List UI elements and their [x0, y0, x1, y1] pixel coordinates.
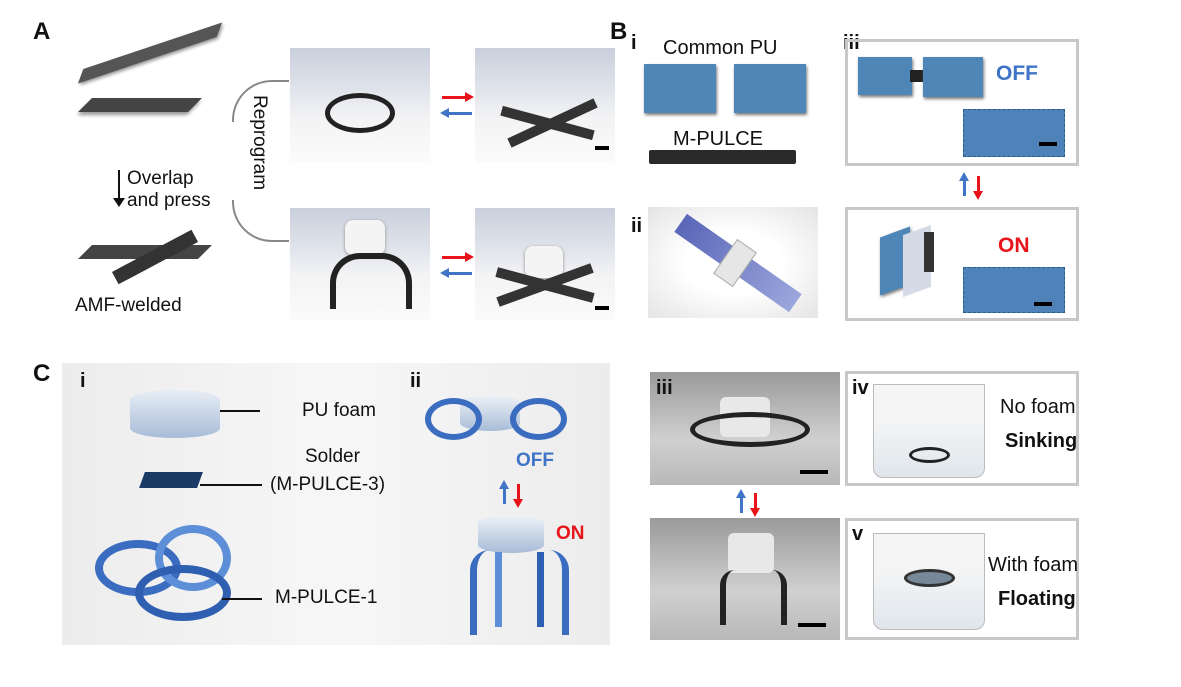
mpulce1-label: M-PULCE-1 [275, 587, 378, 608]
sub-label-c-ii: ii [410, 370, 422, 392]
sub-label-c-iii: iii [656, 377, 673, 399]
down-arrow-icon [118, 170, 120, 202]
down-arrow-head-icon [113, 198, 125, 207]
solder-sub-label: (M-PULCE-3) [270, 474, 386, 495]
photo-flower-curled [290, 48, 430, 163]
pu-foam-image [130, 390, 220, 438]
sub-label-c-v: v [852, 523, 864, 545]
sub-label-b-ii: ii [631, 215, 643, 237]
scale-bar [798, 623, 826, 627]
left-arrow-blue-icon [440, 108, 472, 118]
mpulce-bar [649, 150, 796, 164]
scale-bar [595, 306, 609, 310]
with-foam-label: With foam [988, 554, 1079, 576]
leader-line [200, 484, 262, 486]
leader-line [220, 410, 260, 412]
common-pu-block-left [644, 64, 716, 113]
gripper-legs [330, 253, 412, 309]
ribbon-loop [135, 565, 231, 621]
scale-bar [595, 146, 609, 150]
strip-bottom [78, 98, 202, 112]
sub-label-c-i: i [80, 370, 86, 392]
left-arrow-blue-icon [440, 268, 472, 278]
flat-strip [507, 98, 598, 148]
pu-block [858, 57, 912, 95]
on-label: ON [998, 234, 1030, 257]
on-label-c: ON [556, 523, 585, 544]
curled-strips [690, 412, 810, 447]
step-line1: Overlap [127, 168, 194, 189]
sub-label-c-iv: iv [852, 377, 869, 399]
hanging-strips [720, 570, 787, 625]
mpulce-joint [924, 232, 934, 272]
leader-line [222, 598, 262, 600]
down-arrow-red-icon [973, 176, 983, 200]
on-ribbons [470, 550, 569, 635]
up-arrow-blue-icon [959, 172, 969, 196]
gripper-body [345, 220, 385, 255]
curved-arrow-up [232, 80, 289, 122]
ribbon-loop [510, 398, 567, 440]
sunk-object [909, 447, 950, 463]
pu-block [923, 57, 983, 97]
strip-top [77, 22, 223, 84]
curled-strips [325, 93, 395, 133]
solder-image [139, 472, 203, 488]
step-line2: and press [127, 190, 211, 211]
common-pu-block-right [734, 64, 806, 113]
no-foam-label: No foam [1000, 396, 1076, 418]
sinking-box: No foam Sinking [845, 371, 1079, 486]
satellite-image [648, 207, 818, 318]
off-photo [963, 109, 1065, 157]
on-photo [963, 267, 1065, 313]
scale-bar [1034, 302, 1052, 306]
mpulce-joint [910, 70, 924, 82]
ribbon-loop [425, 398, 482, 440]
gripper-body [525, 246, 563, 278]
scale-bar [800, 470, 828, 474]
down-arrow-red-icon [513, 484, 523, 508]
beaker [873, 533, 985, 630]
up-arrow-blue-icon [499, 480, 509, 504]
mpulce-label: M-PULCE [673, 128, 764, 150]
off-structure [425, 393, 567, 443]
photo-gripper-closed [290, 208, 430, 320]
photo-on-gray [650, 518, 840, 640]
beaker [873, 384, 985, 478]
on-ribbons-inner [495, 552, 544, 627]
foam [728, 533, 774, 573]
down-arrow-red-icon [750, 493, 760, 517]
solder-label: Solder [305, 446, 360, 467]
panel-label-c: C [33, 360, 51, 387]
right-arrow-red-icon [442, 92, 474, 102]
floating-box: With foam Floating [845, 518, 1079, 640]
floating-object [904, 569, 955, 587]
panel-label-a: A [33, 18, 51, 45]
amf-welded-label: AMF-welded [75, 295, 182, 316]
off-label-c: OFF [516, 450, 554, 471]
right-arrow-red-icon [442, 252, 474, 262]
curved-arrow-down [232, 200, 289, 242]
photo-flower-flat [475, 48, 615, 163]
common-pu-label: Common PU [663, 37, 778, 59]
scale-bar [1039, 142, 1057, 146]
floating-label: Floating [998, 588, 1076, 610]
on-foam [478, 515, 544, 553]
mpulce1-ribbons [95, 520, 245, 621]
sub-label-b-i: i [631, 32, 637, 54]
photo-gripper-open [475, 208, 615, 320]
panel-label-b: B [610, 18, 628, 45]
off-state-box: OFF [845, 39, 1079, 166]
sinking-label: Sinking [1005, 430, 1078, 452]
off-label: OFF [996, 62, 1038, 85]
pu-foam-label: PU foam [302, 400, 376, 421]
on-state-box: ON [845, 207, 1079, 321]
photo-off-gray [650, 372, 840, 485]
up-arrow-blue-icon [736, 489, 746, 513]
